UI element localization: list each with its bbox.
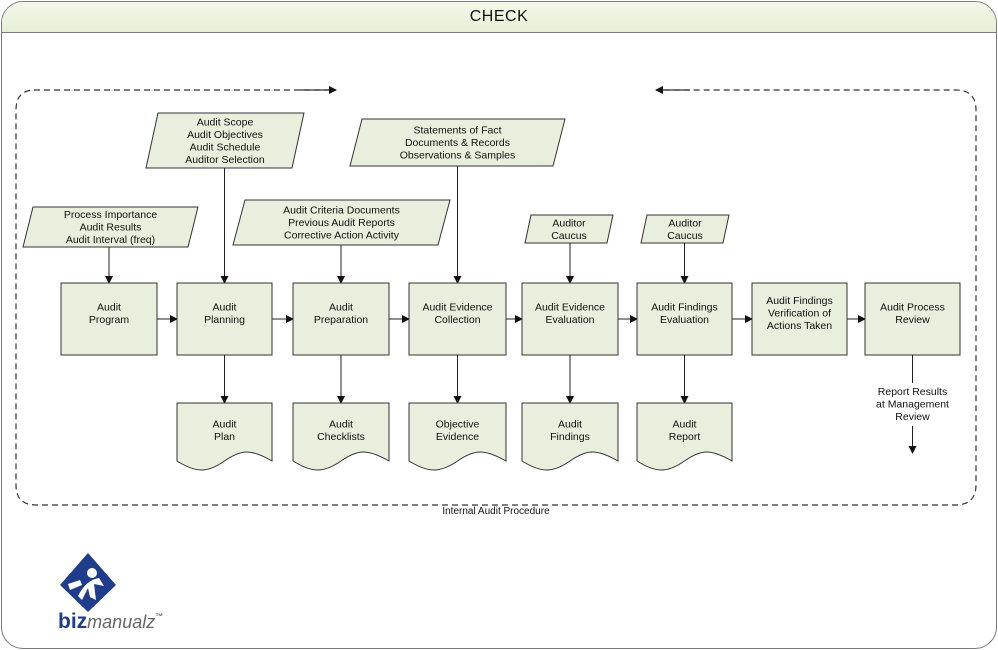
process-label-line: Verification of (768, 308, 831, 320)
input-label-line: Corrective Action Activity (284, 230, 400, 242)
process-rect (521, 282, 619, 356)
svg-text:bizmanualz™: bizmanualz™ (58, 610, 163, 633)
process-label-line: Audit Evidence (422, 301, 492, 313)
input-label-line: Auditor (552, 217, 586, 229)
input-label-line: Audit Results (80, 222, 142, 234)
process-rect (751, 282, 848, 356)
process-rect (408, 282, 507, 356)
process-rect (176, 282, 273, 356)
output-label-line: Checklists (317, 431, 365, 443)
final-output-label-line: at Management (876, 399, 949, 411)
final-output-label-line: Report Results (878, 386, 947, 398)
document-shape (176, 402, 273, 471)
process-label-line: Audit (213, 301, 237, 313)
process-label-line: Audit Findings (766, 295, 833, 307)
output-label-line: Audit (329, 418, 353, 430)
process-label-line: Audit Evidence (535, 301, 605, 313)
input-shape (145, 112, 305, 169)
input-label-line: Audit Schedule (190, 141, 261, 153)
document-shape (292, 402, 390, 471)
input-shape (524, 214, 614, 244)
input-label-line: Audit Criteria Documents (283, 205, 400, 217)
logo-text-bold: biz (58, 610, 87, 633)
document-shape (636, 402, 733, 471)
output-label-line: Audit (558, 418, 582, 430)
input-label-line: Audit Interval (freq) (66, 234, 155, 246)
process-label-line: Preparation (314, 314, 368, 326)
input-label-line: Statements of Fact (413, 125, 501, 137)
process-rect (636, 282, 733, 356)
output-label-line: Audit (213, 418, 237, 430)
process-label-line: Collection (434, 314, 480, 326)
logo-trademark: ™ (155, 612, 163, 621)
process-label-line: Review (895, 314, 930, 326)
process-label-line: Evaluation (660, 314, 709, 326)
process-label-line: Planning (204, 314, 245, 326)
process-label-line: Audit (329, 301, 353, 313)
loop-label: Internal Audit Procedure (442, 506, 550, 517)
process-rect (864, 282, 961, 356)
input-label-line: Audit Scope (197, 116, 254, 128)
process-label-line: Audit Findings (651, 301, 718, 313)
process-label-line: Audit (97, 301, 121, 313)
input-label-line: Documents & Records (405, 137, 510, 149)
input-label-line: Caucus (551, 230, 587, 242)
process-label-line: Actions Taken (767, 320, 832, 332)
input-label-line: Audit Objectives (187, 129, 263, 141)
process-label-line: Program (89, 314, 130, 326)
output-label-line: Evidence (436, 431, 479, 443)
input-shape (349, 118, 566, 167)
header-bar: CHECK (2, 2, 996, 33)
process-label-line: Audit Process (880, 301, 945, 313)
process-rect (292, 282, 390, 356)
output-label-line: Findings (550, 431, 590, 443)
output-label-line: Plan (214, 431, 235, 443)
input-label-line: Observations & Samples (400, 150, 516, 162)
document-shape (521, 402, 619, 471)
input-label-line: Auditor Selection (185, 154, 265, 166)
input-shape (232, 199, 451, 246)
output-label-line: Audit (673, 418, 697, 430)
loop-boundary (15, 89, 977, 506)
input-shape (22, 206, 199, 248)
input-label-line: Caucus (667, 230, 703, 242)
document-shape (408, 402, 507, 471)
bizmanualz-logo: bizmanualz™ (58, 553, 163, 633)
input-label-line: Process Importance (64, 209, 158, 221)
logo-text-light: manualz (87, 612, 155, 632)
process-label-line: Evaluation (545, 314, 594, 326)
input-shape (640, 214, 730, 244)
page-title: CHECK (469, 8, 529, 25)
output-label-line: Report (669, 431, 701, 443)
output-label-line: Objective (436, 418, 480, 430)
input-label-line: Previous Audit Reports (288, 217, 395, 229)
input-label-line: Auditor (668, 217, 702, 229)
logo-diamond-icon (60, 553, 116, 612)
final-output-label-line: Review (895, 411, 930, 423)
process-rect (60, 282, 158, 356)
